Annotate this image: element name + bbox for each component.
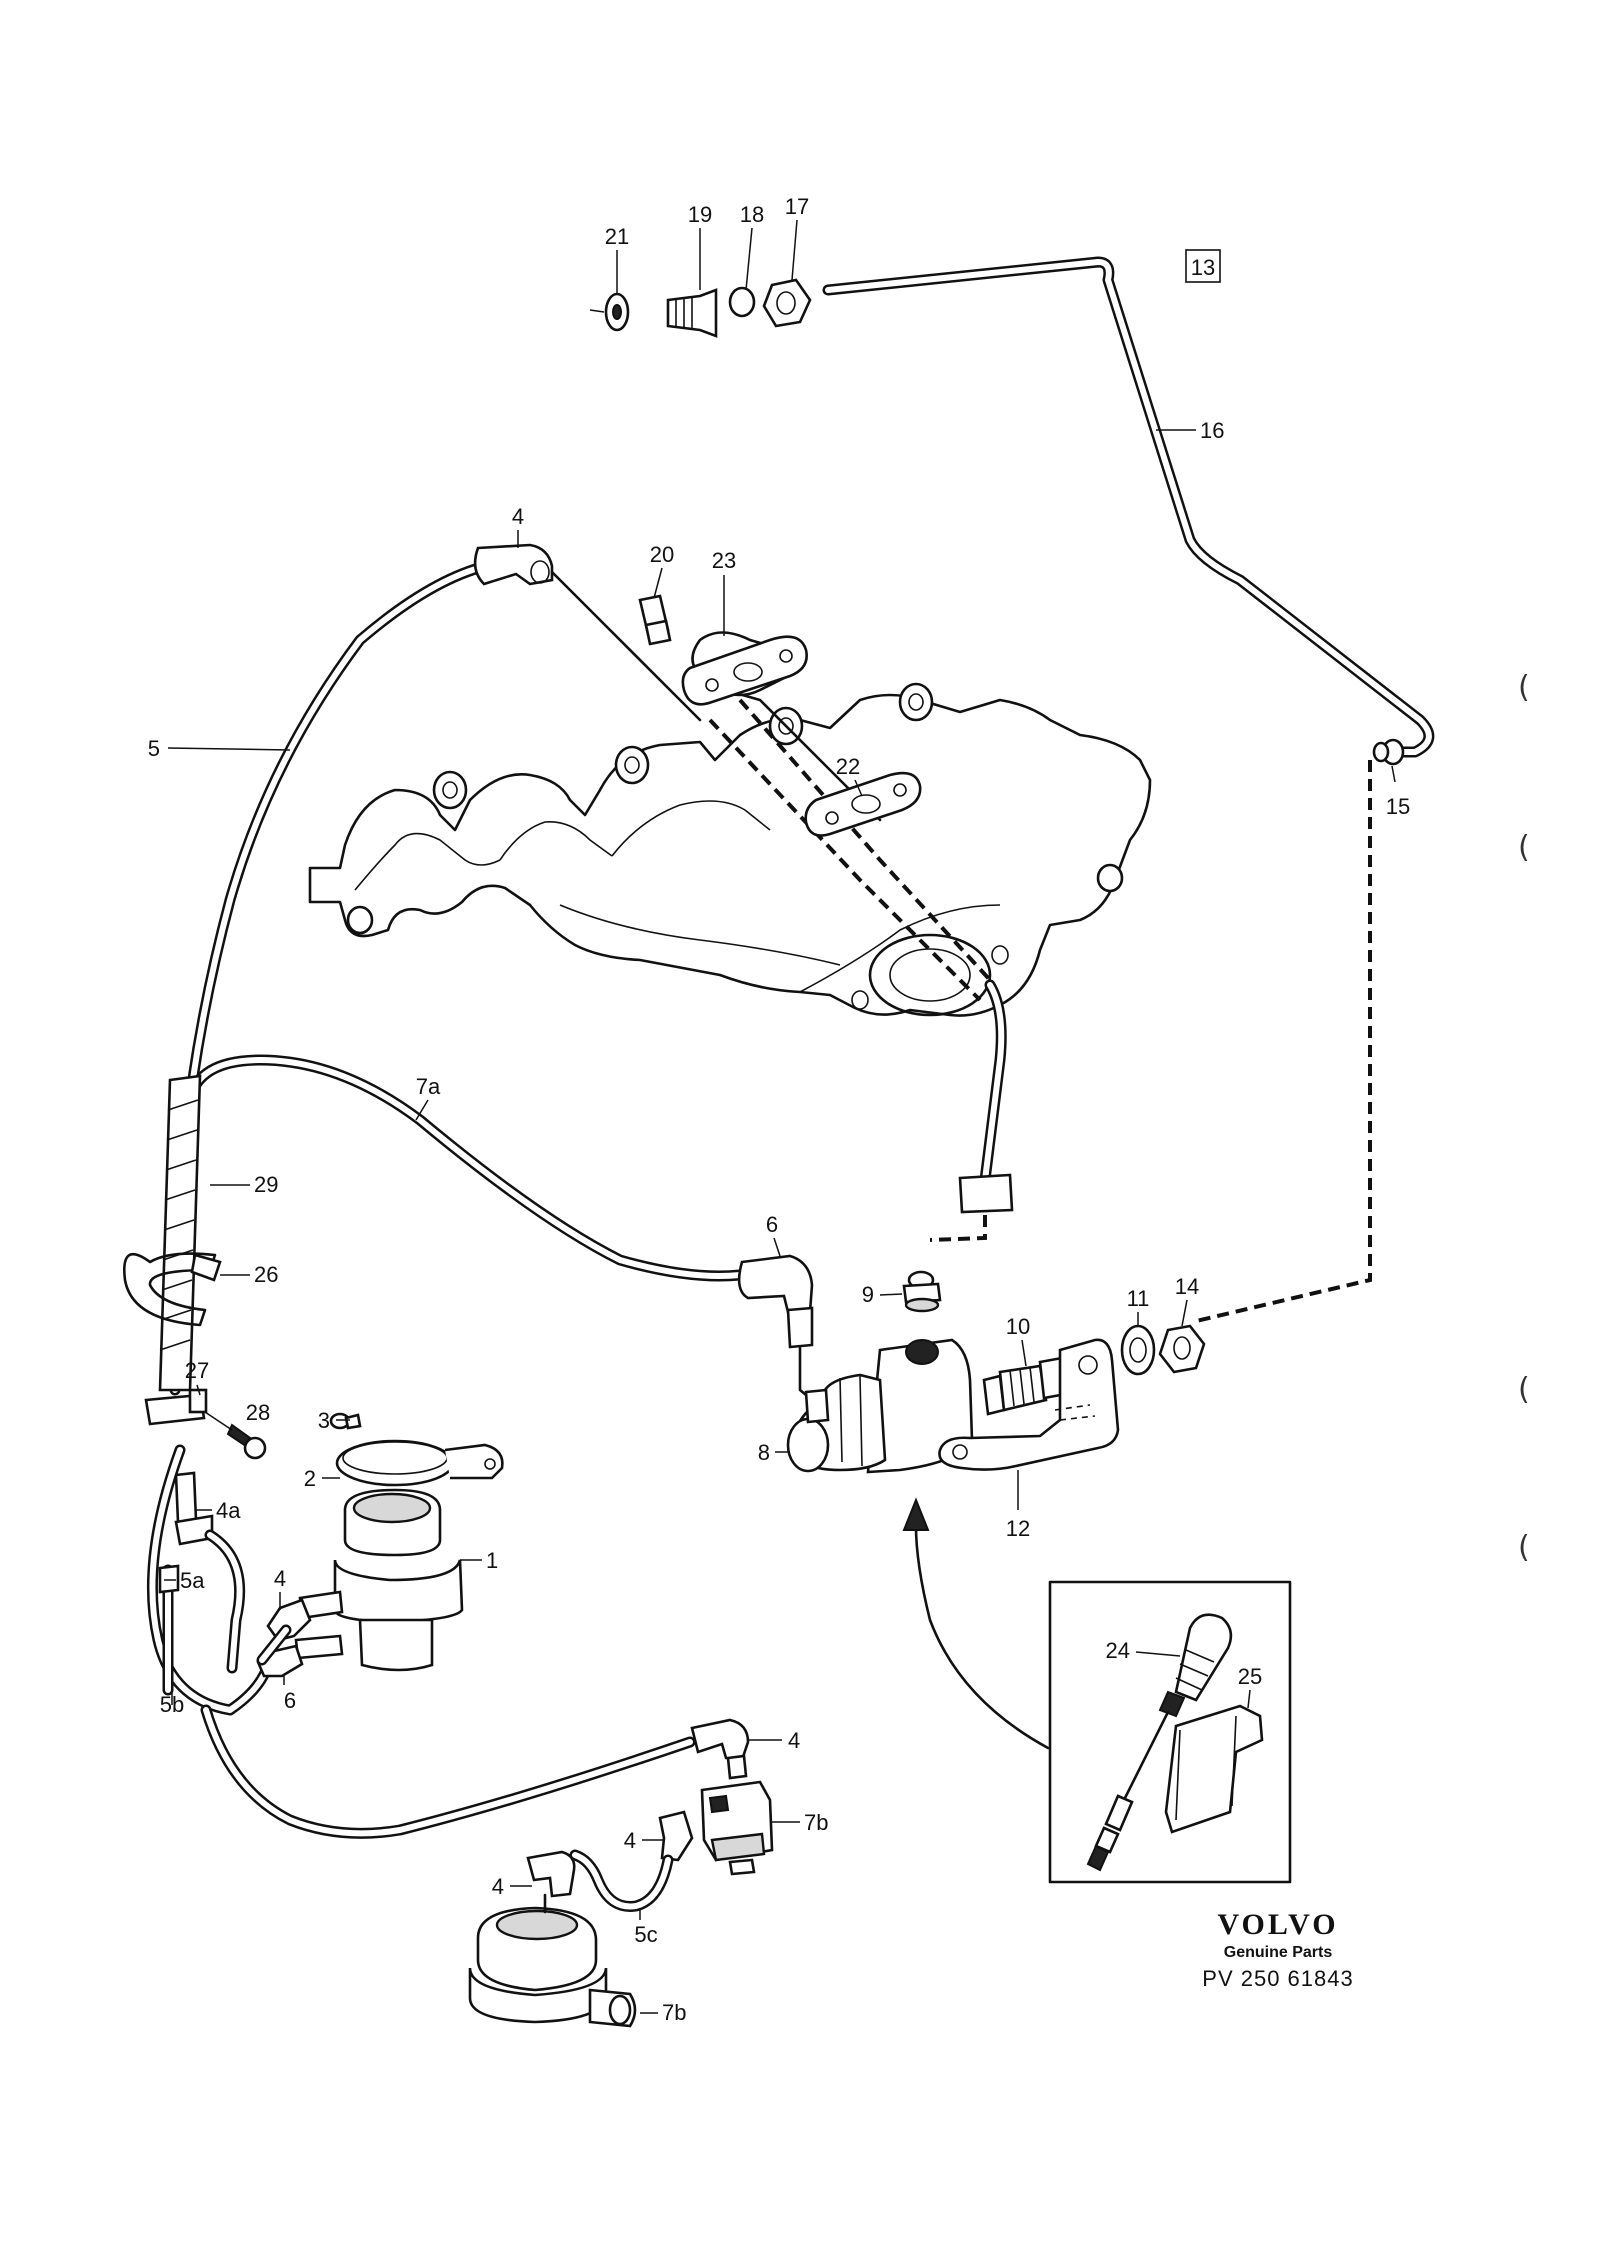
cover-25 [1164,1704,1264,1834]
callout-8: 8 [758,1440,770,1465]
callout-10-label: 10 [1006,1314,1030,1339]
margin-mark: ( [1518,1372,1530,1407]
diagram-code: PV 250 61843 [1202,1966,1354,1991]
hose-lower-long [200,1704,750,1839]
callout-4-7b: 4 [492,1874,504,1899]
callout-7b: 7b [662,2000,686,2025]
group-number-label: 13 [1191,255,1215,280]
group-number-box: 13 [1185,249,1221,283]
arrow-head [902,1497,930,1531]
inset-detail [1048,1580,1292,1884]
brand-name: VOLVO [1217,1908,1339,1941]
nut-14 [1158,1324,1206,1374]
callout-29: 29 [254,1172,278,1197]
brand-block: VOLVO Genuine Parts PV 250 61843 [1178,1908,1378,1992]
callout-26: 26 [254,1262,278,1287]
margin-mark: ( [1518,830,1530,865]
callout-5a: 5a [180,1568,205,1593]
callout-18: 18 [740,202,764,227]
callout-15: 15 [1386,794,1410,819]
screw-28 [226,1423,267,1460]
fitting-group-top [589,278,1405,766]
callout-2: 2 [304,1466,316,1491]
callout-28: 28 [246,1400,270,1425]
callout-7: 7a [416,1074,441,1099]
callout-labels: 21 19 18 17 16 15 4 20 23 5 22 7a 29 26 … [148,194,1410,2025]
flange-22 [804,771,922,837]
nipple-20 [638,594,672,646]
arrow-to-inset [914,1518,1050,1750]
clip-26 [122,1252,222,1327]
callout-4-5c: 4 [624,1828,636,1853]
callout-1: 1 [486,1548,498,1573]
sleeve-18 [728,286,756,318]
oil-pipe-16 [822,256,1435,758]
leader-lines [164,219,1396,2014]
callout-3: 3 [318,1408,330,1433]
fitting-9 [902,1270,942,1313]
callout-14: 14 [1175,1274,1199,1299]
callout-20: 20 [650,542,674,567]
spiral-guard-29 [158,1074,202,1392]
tube-4-to-manifold [550,570,702,722]
callout-7a: 7b [804,1810,828,1835]
callout-9: 9 [862,1282,874,1307]
callout-17: 17 [785,194,809,219]
callout-5b: 5b [160,1692,184,1717]
callout-25: 25 [1238,1664,1262,1689]
callout-16: 16 [1200,418,1224,443]
elbow-6 [737,1254,814,1349]
valve-7b [468,1850,637,2028]
clamp-27 [144,1388,208,1426]
callout-5: 5 [148,736,160,761]
callout-11: 11 [1127,1286,1150,1311]
pipe-7 [184,1054,746,1282]
callout-22: 22 [836,754,860,779]
callout-23: 23 [712,548,736,573]
elbows-4-6-lower [256,1598,312,1678]
callout-4-lower-right: 4 [788,1728,800,1753]
margin-mark: ( [1518,670,1530,705]
solenoid-7a [700,1780,774,1876]
sender-10 [982,1356,1068,1416]
callout-4a: 4a [216,1498,241,1523]
nut-17 [762,278,812,328]
valve-1 [294,1488,464,1672]
screw-3 [329,1412,362,1430]
callout-12: 12 [1006,1516,1030,1541]
margin-mark: ( [1518,1530,1530,1565]
callout-6-upper: 6 [766,1212,778,1237]
callout-19: 19 [688,202,712,227]
callout-4-mid: 4 [274,1566,286,1591]
bracket-12 [938,1338,1120,1471]
sender-plug-24 [1086,1613,1233,1872]
pipe-nut-lower [958,1173,1014,1214]
exhaust-manifold [308,682,1152,1017]
brand-subtitle: Genuine Parts [1223,1944,1333,1961]
elbow-4-top [473,543,554,586]
valve-8 [786,1338,974,1474]
clamp-2 [335,1439,504,1487]
callout-5c: 5c [634,1922,657,1947]
callout-4-top: 4 [512,504,524,529]
washer-11 [1120,1324,1156,1376]
callout-6-lower: 6 [284,1688,296,1713]
pipe-route-dashed [1191,760,1372,1324]
hose-5c [569,1810,694,1912]
flange-23 [681,631,808,706]
hose-5a-5b [146,1444,274,1716]
callout-21: 21 [605,224,629,249]
callout-27: 27 [185,1358,209,1383]
callout-24: 24 [1106,1638,1130,1663]
hose-5 [169,560,492,1396]
